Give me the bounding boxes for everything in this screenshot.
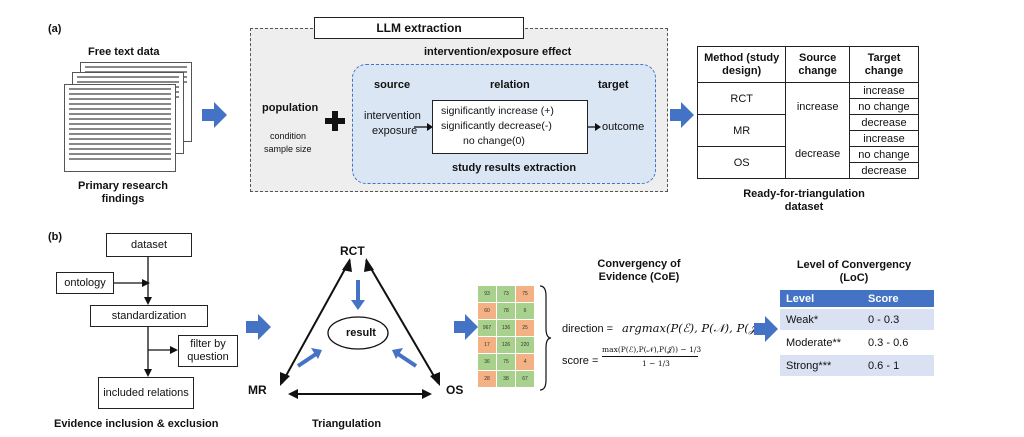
source-cell: decrease <box>785 130 850 179</box>
target-cell: no change <box>848 98 920 115</box>
loc-table: Level Score Weak* 0 - 0.3 Moderate** 0.3… <box>780 290 934 376</box>
target-cell: increase <box>848 82 920 99</box>
primary-findings-caption: Primary research findings <box>78 180 168 205</box>
result-label: result <box>346 327 376 339</box>
relation-box: significantly increase (+) significantly… <box>432 100 588 154</box>
evidence-cell: 126 <box>497 337 515 353</box>
source-cell: increase <box>785 82 850 131</box>
loc-level-cell: Weak* <box>780 307 862 331</box>
population-label: population <box>262 102 319 114</box>
loc-level-cell: Strong*** <box>780 353 862 376</box>
evidence-cell: 38 <box>497 371 515 387</box>
evidence-cell: 28 <box>478 371 496 387</box>
target-cell: no change <box>848 146 920 163</box>
evidence-cell: 93 <box>478 286 496 302</box>
panel-b-label: (b) <box>48 231 63 243</box>
triangulation-diagram <box>280 258 440 399</box>
col-method: Method (study design) <box>696 46 787 83</box>
condition-label: condition <box>270 131 307 141</box>
relation-increase: significantly increase (+) <box>441 105 554 117</box>
ontology-box: ontology <box>56 272 114 294</box>
evidence-cell: 4 <box>516 354 534 370</box>
evidence-cell: 75 <box>516 286 534 302</box>
intervention-effect-label: intervention/exposure effect <box>424 46 572 58</box>
inclusion-caption: Evidence inclusion & exclusion <box>54 418 219 430</box>
inclusion-flow-connectors <box>114 257 178 377</box>
relation-to-target-arrow-icon <box>588 123 601 131</box>
loc-score-cell: 0.3 - 0.6 <box>862 330 934 354</box>
triangulation-caption: Triangulation <box>312 418 382 430</box>
loc-col-score: Score <box>862 290 934 308</box>
loc-col-level: Level <box>780 290 862 308</box>
method-cell: OS <box>696 146 787 179</box>
panel-a-label: (a) <box>48 23 62 35</box>
relation-decrease: significantly decrease(-) <box>441 120 552 132</box>
study-results-extraction-label: study results extraction <box>452 162 577 174</box>
evidence-cell: 73 <box>497 286 515 302</box>
coe-title: Convergency of Evidence (CoE) <box>597 258 681 283</box>
sample-size-label: sample size <box>264 144 312 154</box>
evidence-cell: 967 <box>478 320 496 336</box>
relation-nochange: no change(0) <box>463 135 525 147</box>
direction-label: direction = <box>562 323 614 335</box>
rct-vertex-label: RCT <box>340 244 365 258</box>
free-text-title: Free text data <box>88 46 160 58</box>
evidence-cell: 220 <box>516 337 534 353</box>
col-target-change: Target change <box>848 46 920 83</box>
included-relations-box: included relations <box>98 377 194 409</box>
target-label: target <box>598 79 629 91</box>
flow-arrow-icon <box>670 102 694 128</box>
score-numerator: max(P(ℰ),P(𝒩),P(𝒥)) − 1/3 <box>602 345 702 354</box>
intervention-label: intervention <box>364 110 421 122</box>
evidence-cell: 6 <box>516 303 534 319</box>
evidence-cell: 36 <box>478 354 496 370</box>
evidence-cell: 78 <box>497 303 515 319</box>
flow-arrow-icon <box>246 314 271 340</box>
flow-arrow-icon <box>202 102 227 128</box>
target-cell: increase <box>848 130 920 147</box>
document-page <box>64 84 176 172</box>
standardization-box: standardization <box>90 305 208 327</box>
evidence-cell: 75 <box>497 354 515 370</box>
target-cell: decrease <box>848 114 920 131</box>
evidence-cell: 136 <box>497 320 515 336</box>
exposure-label: exposure <box>372 125 418 137</box>
fraction-bar <box>602 356 698 357</box>
col-source-change: Source change <box>785 46 850 83</box>
loc-level-cell: Moderate** <box>780 330 862 354</box>
os-vertex-label: OS <box>446 383 464 397</box>
target-cell: decrease <box>848 162 920 179</box>
relation-label: relation <box>490 79 530 91</box>
flow-arrow-icon <box>754 316 778 342</box>
plus-icon <box>325 111 345 131</box>
mr-vertex-label: MR <box>248 383 267 397</box>
evidence-cell: 25 <box>516 320 534 336</box>
llm-extraction-title: LLM extraction <box>314 17 524 39</box>
evidence-cell: 60 <box>478 303 496 319</box>
triangulation-dataset-table: Method (study design) Source change Targ… <box>696 46 920 179</box>
score-label: score = <box>562 355 599 367</box>
score-denominator: 1 − 1/3 <box>642 359 670 368</box>
loc-score-cell: 0.6 - 1 <box>862 353 934 376</box>
source-label: source <box>374 79 411 91</box>
flow-arrow-icon <box>454 314 478 340</box>
brace-icon <box>539 285 552 391</box>
filter-box: filter by question <box>178 335 238 367</box>
outcome-label: outcome <box>602 121 645 133</box>
ready-dataset-caption: Ready-for-triangulation dataset <box>743 188 865 213</box>
loc-score-cell: 0 - 0.3 <box>862 307 934 331</box>
direction-formula: argmax(P(ℰ), P(𝒩), P(𝒥)) <box>622 321 766 335</box>
loc-title: Level of Convergency (LoC) <box>796 259 912 284</box>
dataset-box: dataset <box>106 233 192 257</box>
evidence-cell: 17 <box>478 337 496 353</box>
source-to-relation-arrow-icon <box>414 123 433 131</box>
method-cell: MR <box>696 114 787 147</box>
evidence-cell: 67 <box>516 371 534 387</box>
method-cell: RCT <box>696 82 787 115</box>
